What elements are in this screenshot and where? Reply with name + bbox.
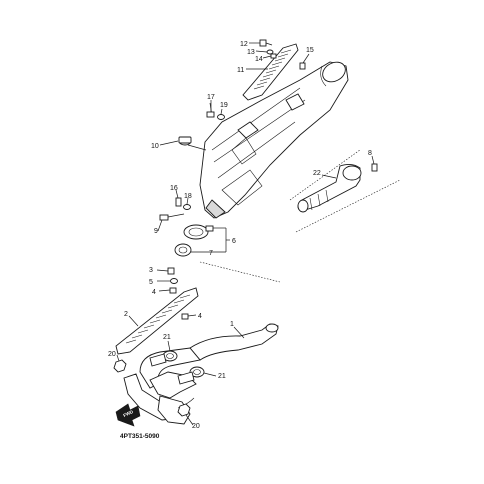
forward-label: FWD — [122, 409, 134, 418]
callout-2: 2 — [124, 311, 128, 318]
callout-5: 5 — [149, 279, 153, 286]
callout-1: 1 — [230, 321, 234, 328]
collar-14 — [270, 53, 277, 59]
diagram-part-code: 4PT351-5090 — [120, 433, 160, 440]
heat-shield-top — [242, 43, 299, 101]
callout-labels: 12 13 14 15 11 17 19 10 8 22 16 18 9 6 7… — [108, 41, 372, 430]
callout-7: 7 — [209, 250, 213, 257]
callout-4-lower: 4 — [198, 313, 202, 320]
collar-4-upper — [169, 287, 177, 294]
collar-4-lower — [181, 313, 189, 320]
callout-22: 22 — [313, 170, 321, 177]
washer-13 — [266, 49, 274, 55]
washer-5 — [170, 278, 178, 284]
callout-16: 16 — [170, 185, 178, 192]
callout-21-upper: 21 — [163, 334, 171, 341]
rubber-grommet — [178, 136, 192, 146]
callout-4-upper: 4 — [152, 289, 156, 296]
header-heat-shield — [115, 287, 199, 355]
callout-17: 17 — [207, 94, 215, 101]
bolt-15 — [299, 62, 306, 70]
callout-3: 3 — [149, 267, 153, 274]
leader-lines — [116, 42, 401, 426]
nut-20-lower — [177, 403, 191, 417]
mount-bolt-17 — [206, 102, 215, 118]
callout-14: 14 — [255, 56, 263, 63]
gasket-7 — [174, 243, 192, 257]
callout-6: 6 — [232, 238, 236, 245]
washer-18 — [183, 204, 191, 210]
muffler-assembly — [199, 61, 349, 219]
washer-19 — [217, 114, 225, 120]
silencer-insert — [297, 163, 362, 213]
callout-18: 18 — [184, 193, 192, 200]
bolt-3 — [167, 267, 175, 275]
nut-20-upper — [113, 359, 127, 373]
forward-direction-arrow: FWD — [115, 403, 141, 427]
bolt-9 — [159, 213, 185, 221]
callout-15: 15 — [306, 47, 314, 54]
callout-20-upper: 20 — [108, 351, 116, 358]
header-flange — [149, 353, 195, 385]
callout-11: 11 — [237, 67, 244, 74]
callout-20-lower: 20 — [192, 423, 200, 430]
callout-13: 13 — [247, 49, 255, 56]
bolt-12 — [259, 39, 273, 47]
callout-10: 10 — [151, 143, 159, 150]
screw-8 — [371, 163, 378, 172]
callout-9: 9 — [154, 228, 158, 235]
callout-8: 8 — [368, 150, 372, 157]
callout-19: 19 — [220, 102, 228, 109]
callout-12: 12 — [240, 41, 248, 48]
bolt-16 — [175, 197, 182, 207]
header-gasket-lower — [189, 366, 205, 378]
exhaust-header-pipe — [123, 323, 279, 425]
exhaust-clamp — [183, 224, 214, 240]
callout-21-lower: 21 — [218, 373, 226, 380]
